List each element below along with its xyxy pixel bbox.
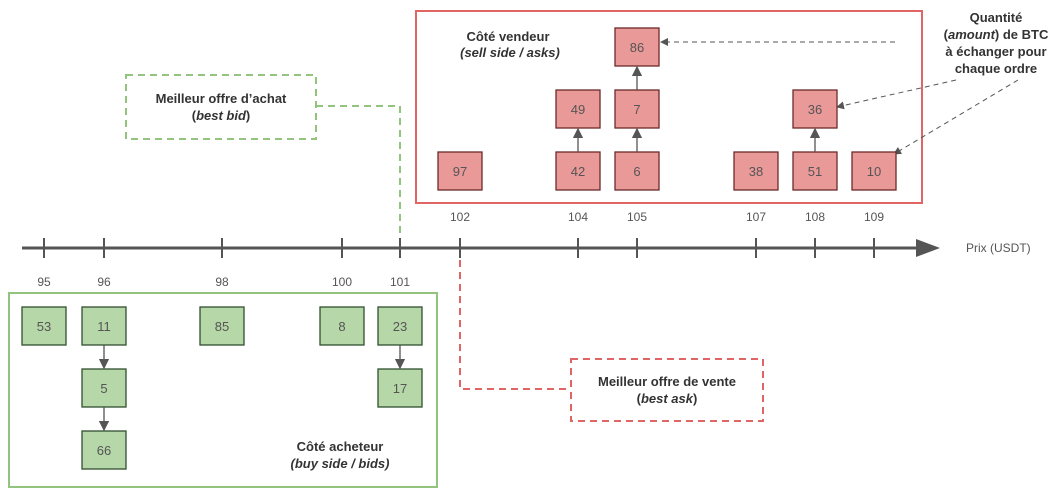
tick-label-107: 107 — [746, 210, 766, 224]
amount-note-line3: à échanger pour — [945, 44, 1046, 59]
sell-side-subtitle: (sell side / asks) — [460, 45, 560, 60]
ask-order-box — [792, 89, 838, 129]
bid-order-amount: 11 — [97, 319, 111, 334]
buy-side-title: Côté acheteur — [297, 439, 384, 454]
best-ask-connector — [459, 248, 571, 390]
ask-order-amount: 49 — [571, 102, 585, 117]
bid-order-box — [199, 306, 245, 346]
ask-order-105-3: 86 — [614, 27, 660, 67]
ask-order-amount: 6 — [633, 164, 640, 179]
best-bid-callout — [125, 74, 317, 140]
bid-order-box — [81, 430, 127, 470]
tick-label-98: 98 — [215, 275, 229, 289]
ask-order-amount: 10 — [867, 164, 881, 179]
bid-order-101-1: 23 — [377, 306, 423, 346]
ask-order-108-1: 51 — [792, 151, 838, 191]
bid-order-box — [319, 306, 365, 346]
ask-order-box — [555, 89, 601, 129]
bid-order-96-1: 11 — [81, 306, 127, 346]
tick-label-96: 96 — [97, 275, 111, 289]
ask-order-109-1: 10 — [851, 151, 897, 191]
tick-label-100: 100 — [332, 275, 352, 289]
ask-order-box — [851, 151, 897, 191]
ask-order-102-1: 97 — [437, 151, 483, 191]
bid-order-amount: 66 — [97, 443, 111, 458]
bid-order-amount: 17 — [393, 381, 407, 396]
best-bid-title: Meilleur offre d’achat — [156, 91, 287, 106]
price-axis-label: Prix (USDT) — [966, 241, 1031, 255]
ask-order-amount: 97 — [453, 164, 467, 179]
ask-order-amount: 36 — [808, 102, 822, 117]
bid-order-95-1: 53 — [21, 306, 67, 346]
bid-order-amount: 85 — [215, 319, 229, 334]
ask-order-box — [614, 151, 660, 191]
bid-order-amount: 8 — [338, 319, 345, 334]
ask-order-box — [437, 151, 483, 191]
ask-order-amount: 51 — [808, 164, 822, 179]
buy-side-frame — [8, 292, 438, 488]
ask-order-box — [792, 151, 838, 191]
best-ask-subtitle: (best ask) — [637, 391, 698, 406]
bid-order-amount: 23 — [393, 319, 407, 334]
ask-order-amount: 38 — [749, 164, 763, 179]
best-ask-callout — [570, 358, 764, 422]
tick-label-101: 101 — [390, 275, 410, 289]
bid-order-96-3: 66 — [81, 430, 127, 470]
bid-order-amount: 5 — [100, 381, 107, 396]
best-ask-title: Meilleur offre de vente — [598, 374, 736, 389]
ask-order-amount: 86 — [630, 40, 644, 55]
sell-side-frame — [415, 10, 923, 204]
ask-order-amount: 42 — [571, 164, 585, 179]
bid-order-box — [81, 368, 127, 408]
tick-label-104: 104 — [568, 210, 588, 224]
ask-order-107-1: 38 — [733, 151, 779, 191]
best-bid-subtitle: (best bid) — [192, 108, 251, 123]
bid-order-box — [377, 368, 423, 408]
price-axis-arrowhead — [916, 239, 940, 257]
bid-order-100-1: 8 — [319, 306, 365, 346]
ask-order-amount: 7 — [633, 102, 640, 117]
tick-label-95: 95 — [37, 275, 51, 289]
tick-label-108: 108 — [805, 210, 825, 224]
ask-order-104-2: 49 — [555, 89, 601, 129]
bid-order-box — [21, 306, 67, 346]
bid-order-amount: 53 — [37, 319, 51, 334]
buy-side-subtitle: (buy side / bids) — [291, 456, 390, 471]
amount-note-line2: (amount) de BTC — [944, 27, 1049, 42]
best-bid-connector — [316, 105, 401, 258]
amount-pointer-36 — [836, 79, 957, 110]
bid-order-98-1: 85 — [199, 306, 245, 346]
ask-order-108-2: 36 — [792, 89, 838, 129]
bid-order-101-2: 17 — [377, 368, 423, 408]
ask-order-105-1: 6 — [614, 151, 660, 191]
amount-note-line1: Quantité — [970, 10, 1023, 25]
amount-pointer-10 — [893, 79, 1019, 155]
sell-side-title: Côté vendeur — [466, 29, 549, 44]
ask-order-box — [555, 151, 601, 191]
amount-note-line4: chaque ordre — [955, 61, 1037, 76]
ask-order-104-1: 42 — [555, 151, 601, 191]
tick-label-105: 105 — [627, 210, 647, 224]
bid-order-96-2: 5 — [81, 368, 127, 408]
ask-order-box — [733, 151, 779, 191]
ask-order-box — [614, 27, 660, 67]
tick-label-102: 102 — [450, 210, 470, 224]
ask-order-105-2: 7 — [614, 89, 660, 129]
tick-label-109: 109 — [864, 210, 884, 224]
